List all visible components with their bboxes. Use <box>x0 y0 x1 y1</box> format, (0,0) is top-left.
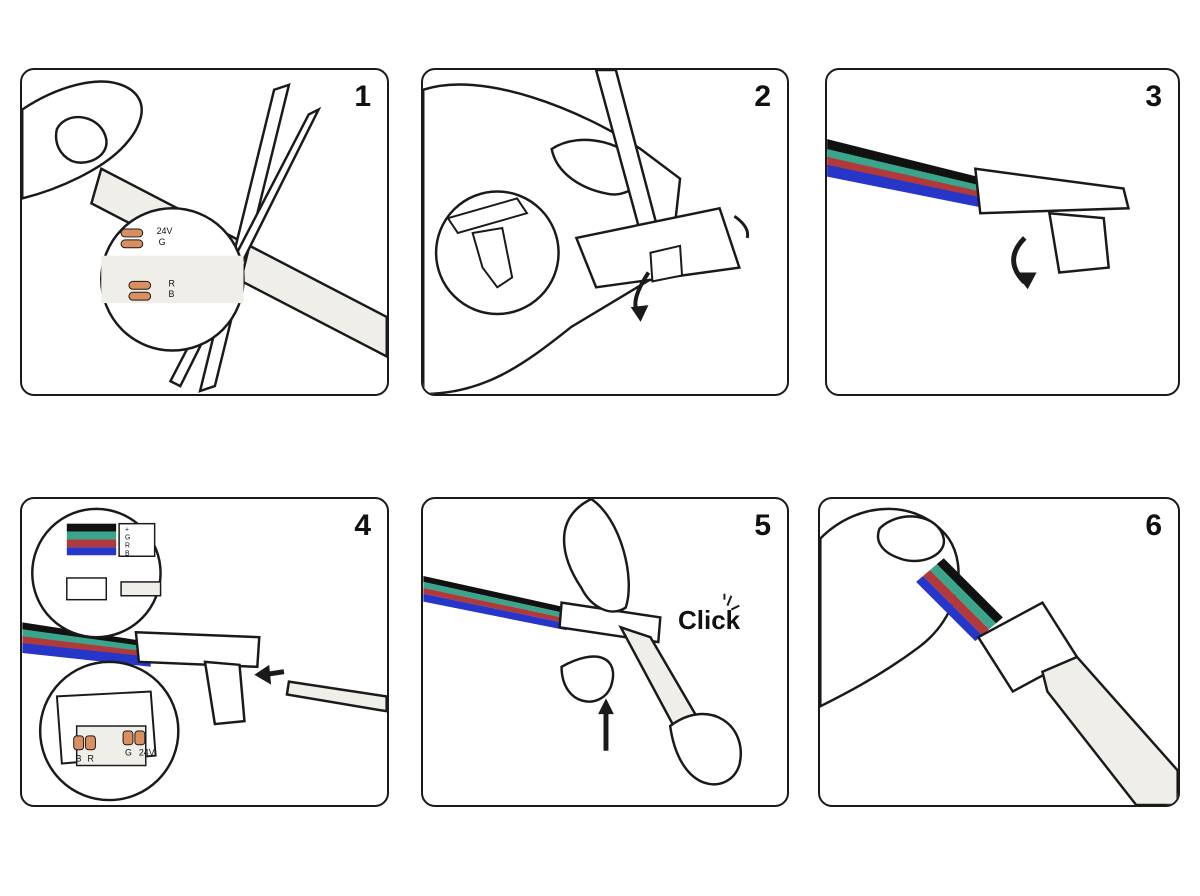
step-number: 1 <box>354 80 371 113</box>
legend-wire-green <box>66 531 117 540</box>
step-5-panel: Click 5 <box>421 497 789 807</box>
connector-illustration <box>574 206 741 289</box>
step-number: 4 <box>354 509 371 542</box>
finger-illustration <box>560 655 615 703</box>
arrow-head-icon <box>1014 272 1037 290</box>
arrow-icon <box>733 214 750 239</box>
wire-legend-label: R <box>125 542 130 549</box>
wire-blue <box>423 593 567 631</box>
step-number: 2 <box>754 80 771 113</box>
step-2-panel: 2 <box>421 68 789 396</box>
step-6-panel: 6 <box>818 497 1180 807</box>
pad-label: G <box>159 237 166 247</box>
wire-black <box>423 575 567 614</box>
connector-latch-open <box>1047 211 1111 274</box>
step-number: 3 <box>1145 80 1162 113</box>
closing-connector-illustration <box>423 499 742 786</box>
legend-wire-blue <box>66 547 117 556</box>
wire-legend-box <box>118 522 156 557</box>
wire-blue <box>916 575 983 642</box>
pad-label: R <box>168 278 174 288</box>
step-4-panel: + G R B B R 24V G 4 <box>20 497 389 807</box>
copper-pad <box>122 730 134 746</box>
wire-red <box>922 570 990 636</box>
wire-blue <box>22 643 151 667</box>
inserting-strip-illustration: + G R B B R 24V G <box>22 507 387 802</box>
copper-pad <box>120 228 144 238</box>
strip-detail <box>75 725 147 767</box>
step-1-panel: 24V G R B 1 <box>20 68 389 396</box>
latch-detail <box>471 226 514 289</box>
opening-connector-illustration <box>423 70 750 394</box>
connector-mini <box>66 577 108 601</box>
strip-mini <box>120 581 162 597</box>
connector-label: G <box>125 748 132 758</box>
pad-label: 24V <box>157 226 173 236</box>
cutting-strip-illustration: 24V G R B <box>22 80 387 393</box>
connector-illustration <box>134 630 261 669</box>
wire-legend-label: G <box>125 534 130 541</box>
wire-green <box>423 581 567 619</box>
copper-pad <box>85 735 96 751</box>
copper-pad <box>128 291 152 301</box>
click-spark-icon <box>723 593 740 611</box>
finger-illustration <box>562 499 630 613</box>
arrow-head-icon <box>598 698 614 715</box>
connector-label: 24V <box>139 748 155 758</box>
pad-label: B <box>168 289 174 299</box>
connector-label: B <box>76 754 82 764</box>
wire-legend-label: + <box>125 527 129 534</box>
led-strip-illustration <box>1040 655 1178 805</box>
step-3-panel: 3 <box>825 68 1180 396</box>
wire-green <box>22 629 151 654</box>
thumb-illustration <box>876 515 945 563</box>
copper-pad <box>128 280 152 290</box>
wire-legend-label: B <box>125 550 130 557</box>
wire-red <box>827 156 986 201</box>
thumb-illustration <box>668 712 742 786</box>
arrow-head-icon <box>630 305 649 322</box>
click-label: Click <box>678 605 741 635</box>
wire-black <box>936 558 1003 624</box>
arrow-head-icon <box>254 664 272 685</box>
step-number: 5 <box>754 509 771 542</box>
wire-green <box>929 564 997 630</box>
latch-detail <box>446 197 529 235</box>
thumb-illustration <box>54 115 108 164</box>
led-strip-illustration <box>285 680 387 713</box>
copper-pad <box>134 730 146 746</box>
wire-red <box>22 636 151 659</box>
connector-illustration <box>973 167 1131 215</box>
connector-latch <box>649 244 684 283</box>
copper-pad <box>120 239 144 249</box>
wire-red <box>423 587 567 624</box>
legend-wire-red <box>66 539 117 548</box>
step-number: 6 <box>1145 509 1162 542</box>
legend-wire-black <box>66 523 117 532</box>
wire-blue <box>827 164 986 209</box>
wire-green <box>827 149 986 195</box>
finished-connection-illustration <box>820 507 1178 805</box>
open-connector-illustration <box>827 139 1131 290</box>
connector-latch-open <box>203 660 246 726</box>
copper-pad <box>73 735 85 751</box>
wire-black <box>827 139 986 189</box>
connector-label: R <box>88 754 94 764</box>
